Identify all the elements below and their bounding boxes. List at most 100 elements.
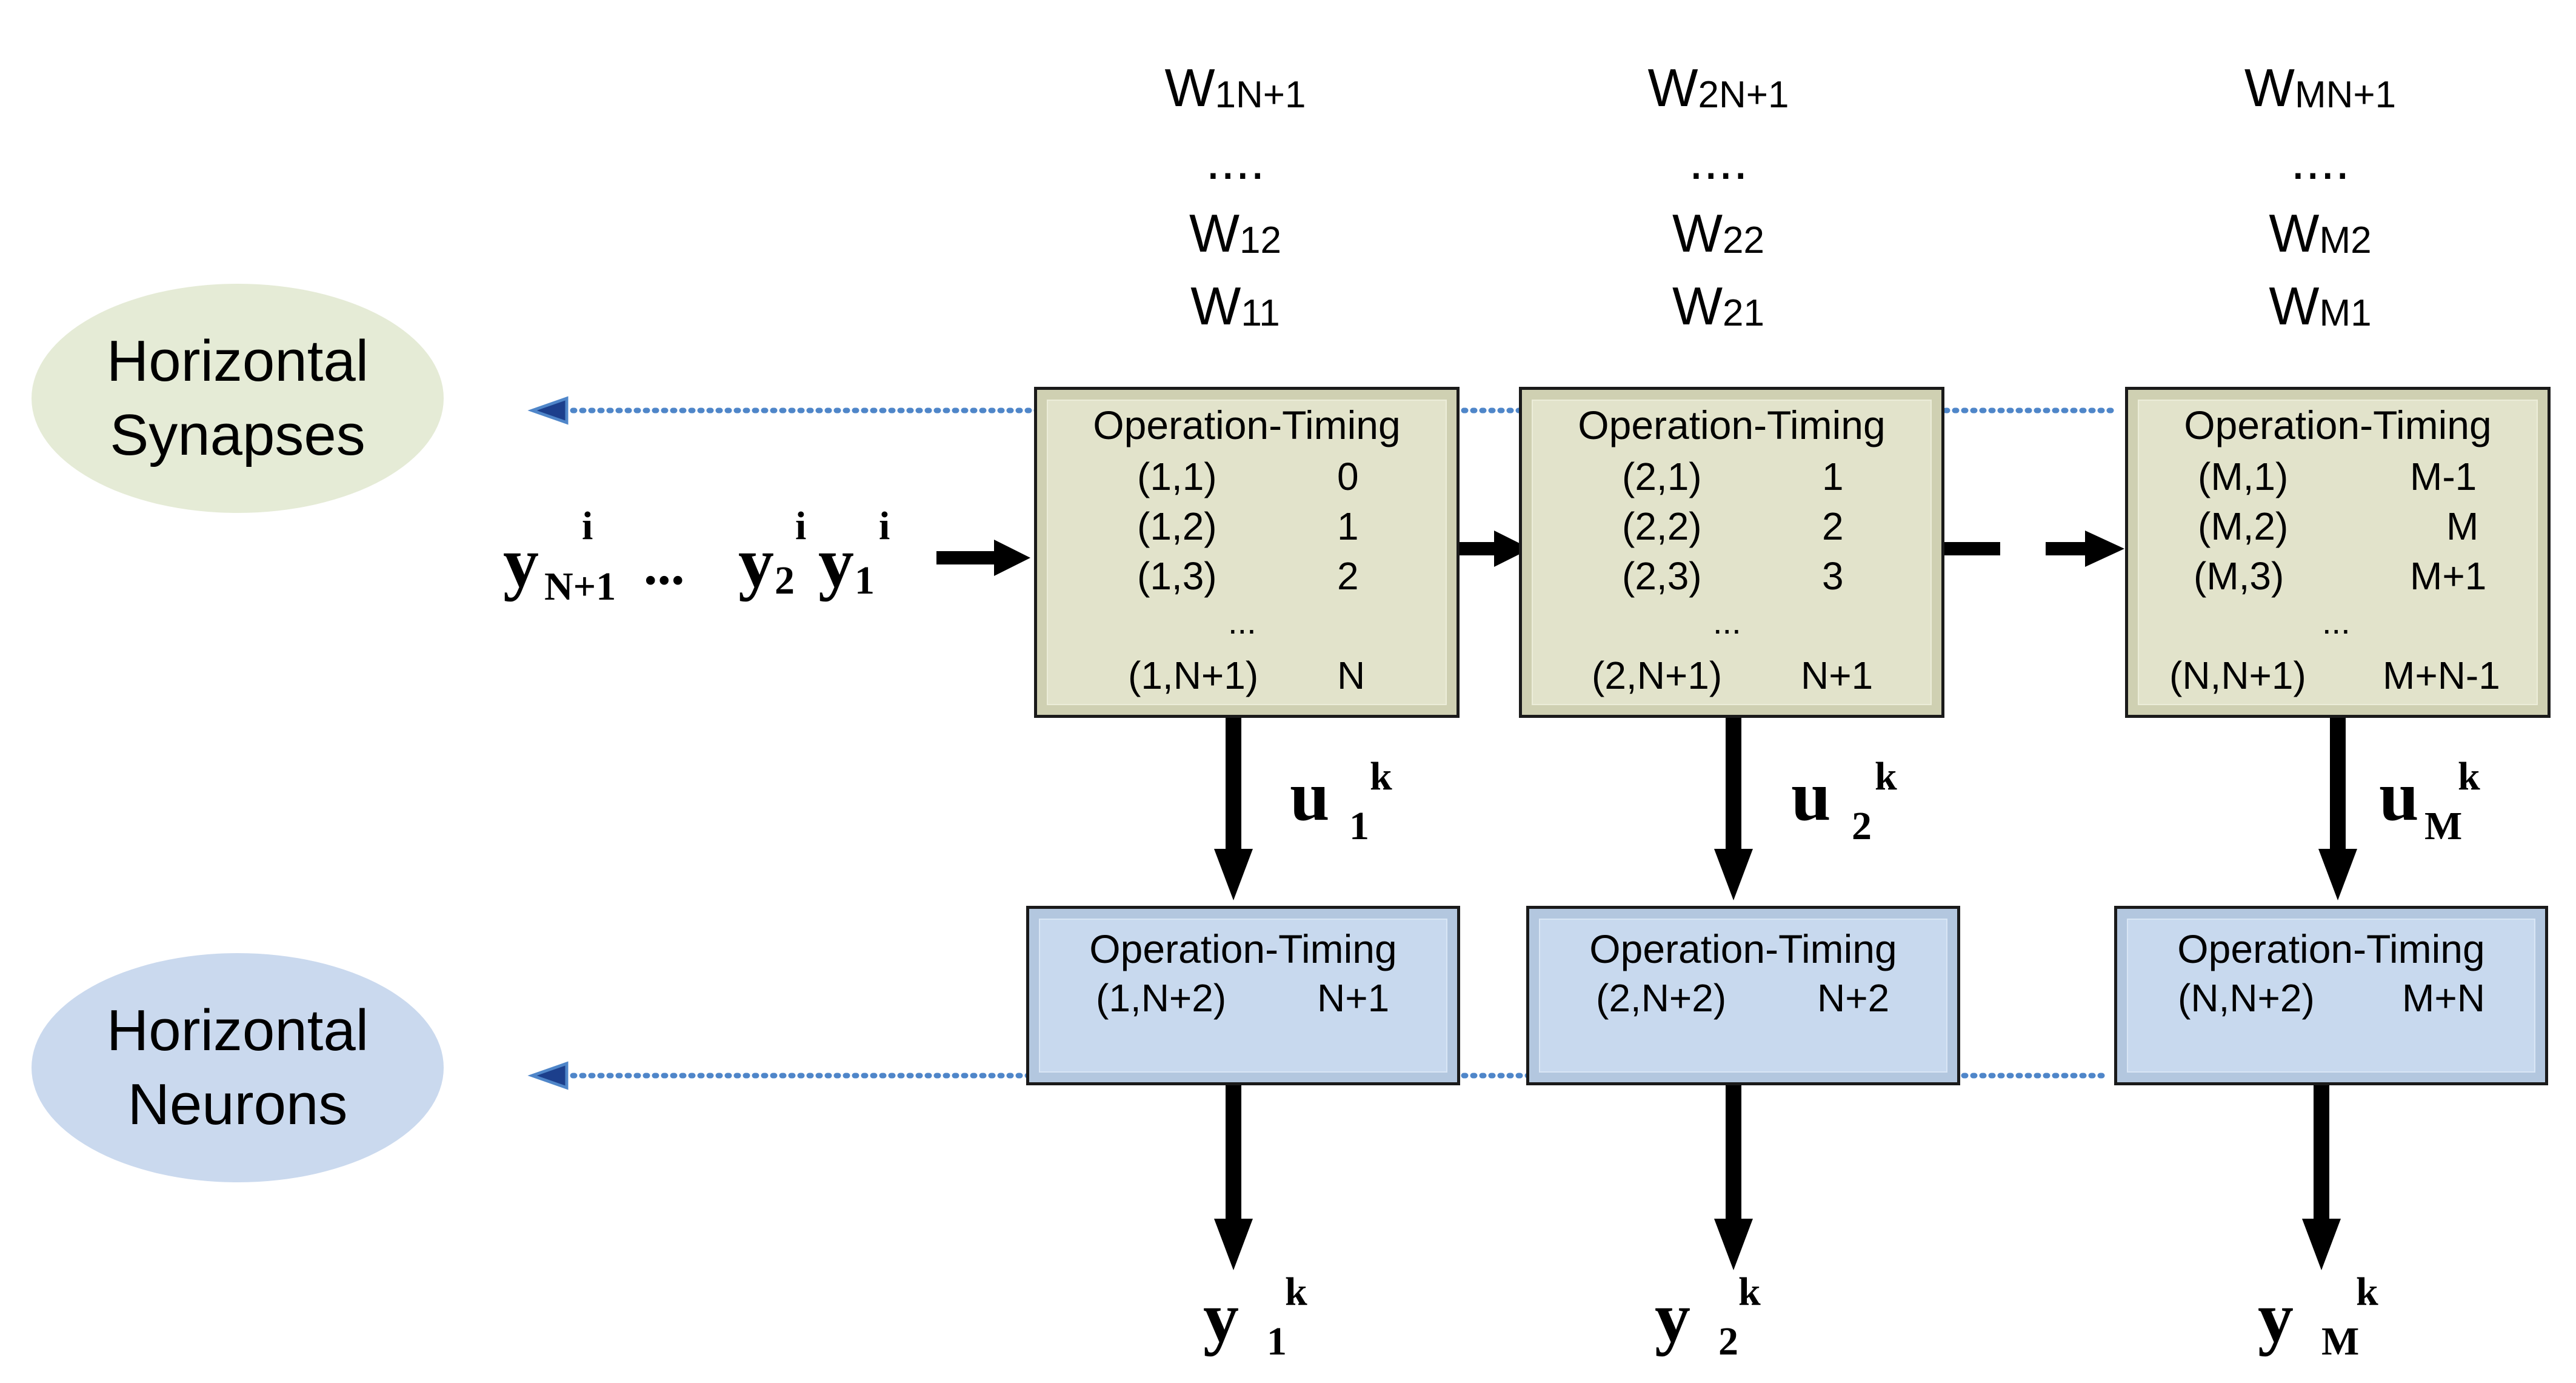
op-timing: 2 xyxy=(1337,554,1359,598)
yM-arrowhead xyxy=(2302,1219,2341,1270)
op-timing: N+2 xyxy=(1817,976,1890,1020)
neurons-line-1: Horizontal xyxy=(106,998,369,1063)
op-timing: N xyxy=(1337,654,1366,697)
op-index: (2,N+2) xyxy=(1596,976,1727,1020)
op-timing: M-1 xyxy=(2410,455,2477,498)
synapses-line-2: Synapses xyxy=(110,403,365,467)
weight-bottom: WM1 xyxy=(2269,276,2372,336)
op-index: (1,N+1) xyxy=(1128,654,1259,697)
weight-stack-1: W1N+1 .... W12 W11 xyxy=(1078,52,1393,343)
u2-arrowhead xyxy=(1714,849,1753,900)
op-index: (1,N+2) xyxy=(1096,976,1227,1020)
y-sub: M xyxy=(2321,1319,2360,1364)
neuron-box-2: Operation-Timing (2,N+2) N+2 xyxy=(1526,906,1960,1085)
y-base: y xyxy=(1203,1278,1239,1357)
synapses-line-1: Horizontal xyxy=(106,329,369,393)
neuron-box-1: Operation-Timing (1,N+2) N+1 xyxy=(1026,906,1460,1085)
op-timing: 0 xyxy=(1337,455,1359,498)
op-index: (1,2) xyxy=(1137,504,1217,548)
op-index: (N,N+1) xyxy=(2169,654,2306,697)
neuron-bus-arrowhead xyxy=(527,1061,569,1090)
synapse-box-1: Operation-Timing (1,1) 0 (1,2) 1 (1,3) 2… xyxy=(1034,387,1460,718)
op-timing: N+1 xyxy=(1801,654,1874,697)
box-header: Operation-Timing xyxy=(2177,926,2485,971)
u-base: u xyxy=(1791,756,1831,835)
weight-dots: .... xyxy=(1206,130,1265,190)
input-sup-i-1: i xyxy=(879,504,890,548)
synapse-box-M: Operation-Timing (M,1) M-1 (M,2) M (M,3)… xyxy=(2125,387,2551,718)
input-sup-i-n1: i xyxy=(582,504,593,548)
u-sub: 1 xyxy=(1349,804,1369,848)
input-y-2: y xyxy=(738,523,774,602)
input-sub-2: 2 xyxy=(775,558,795,603)
u-sub: M xyxy=(2424,804,2463,848)
input-sub-n1: N+1 xyxy=(544,564,616,609)
weight-mid: W22 xyxy=(1672,203,1765,263)
op-timing: M+N xyxy=(2402,976,2485,1020)
input-y-n1: y xyxy=(503,523,539,602)
synapse-box-2: Operation-Timing (2,1) 1 (2,2) 2 (2,3) 3… xyxy=(1519,387,1944,718)
op-timing: 3 xyxy=(1822,554,1844,598)
weight-dots: .... xyxy=(2291,130,2350,190)
weight-dots: .... xyxy=(1689,130,1748,190)
weight-mid: W12 xyxy=(1189,203,1282,263)
u-base: u xyxy=(1290,756,1330,835)
u-base: u xyxy=(2379,756,2419,835)
weight-top: W2N+1 xyxy=(1647,58,1789,118)
input-sub-1: 1 xyxy=(855,558,875,603)
box-header: Operation-Timing xyxy=(1589,926,1897,971)
op-index: (M,3) xyxy=(2194,554,2284,598)
weight-stack-2: W2N+1 .... W22 W21 xyxy=(1561,52,1876,343)
u-sub: 2 xyxy=(1852,804,1872,848)
input-ellipsis: ... xyxy=(644,536,685,596)
op-index: (N,N+2) xyxy=(2178,976,2315,1020)
u-sup: k xyxy=(1370,754,1392,799)
chain-arrow-2-head xyxy=(2085,531,2124,567)
op-timing: M+N-1 xyxy=(2383,654,2500,697)
neurons-line-2: Neurons xyxy=(127,1072,348,1137)
y2-arrowhead xyxy=(1714,1219,1753,1270)
y-base: y xyxy=(2258,1278,2294,1357)
op-index: (2,2) xyxy=(1622,504,1702,548)
u1-label: u 1 k xyxy=(1290,754,1423,858)
neuron-box-M: Operation-Timing (N,N+2) M+N xyxy=(2114,906,2548,1085)
op-index: (2,N+1) xyxy=(1592,654,1723,697)
weight-top: WMN+1 xyxy=(2244,58,2397,118)
op-index: (2,3) xyxy=(1622,554,1702,598)
y-sup: k xyxy=(1738,1270,1761,1314)
op-timing: M+1 xyxy=(2410,554,2487,598)
y-sub: 1 xyxy=(1267,1319,1287,1364)
chain-arrow-1-head xyxy=(1494,531,1530,567)
y2-output-label: y 2 k xyxy=(1655,1270,1788,1379)
u-sup: k xyxy=(2458,754,2480,799)
op-index: (2,1) xyxy=(1622,455,1702,498)
input-y-1: y xyxy=(818,523,854,602)
weight-stack-M: WMN+1 .... WM2 WM1 xyxy=(2163,52,2478,343)
synapse-bus-arrowhead xyxy=(527,396,569,425)
u1-arrowhead xyxy=(1214,849,1253,900)
op-timing: N+1 xyxy=(1317,976,1390,1020)
weight-bottom: W21 xyxy=(1672,276,1765,336)
op-ellipsis: ... xyxy=(1228,603,1256,641)
op-timing: 1 xyxy=(1822,455,1844,498)
op-ellipsis: ... xyxy=(1713,603,1741,641)
yM-output-label: y M k xyxy=(2258,1270,2391,1379)
u-sup: k xyxy=(1875,754,1897,799)
y-sup: k xyxy=(2356,1270,2378,1314)
box-header: Operation-Timing xyxy=(1578,403,1886,447)
uM-arrowhead xyxy=(2318,849,2357,900)
op-timing: 1 xyxy=(1337,504,1359,548)
op-timing: 2 xyxy=(1822,504,1844,548)
op-index: (M,2) xyxy=(2198,504,2289,548)
op-index: (M,1) xyxy=(2198,455,2289,498)
weight-bottom: W11 xyxy=(1190,276,1280,336)
y-sup: k xyxy=(1285,1270,1307,1314)
u2-label: u 2 k xyxy=(1791,754,1924,858)
op-index: (1,3) xyxy=(1137,554,1217,598)
y-base: y xyxy=(1655,1278,1690,1357)
y-sub: 2 xyxy=(1718,1319,1738,1364)
input-sup-i-2: i xyxy=(795,504,807,548)
input-sequence-label: y N+1 i ... y 2 i y 1 i xyxy=(503,504,927,625)
uM-label: u M k xyxy=(2379,754,2512,858)
